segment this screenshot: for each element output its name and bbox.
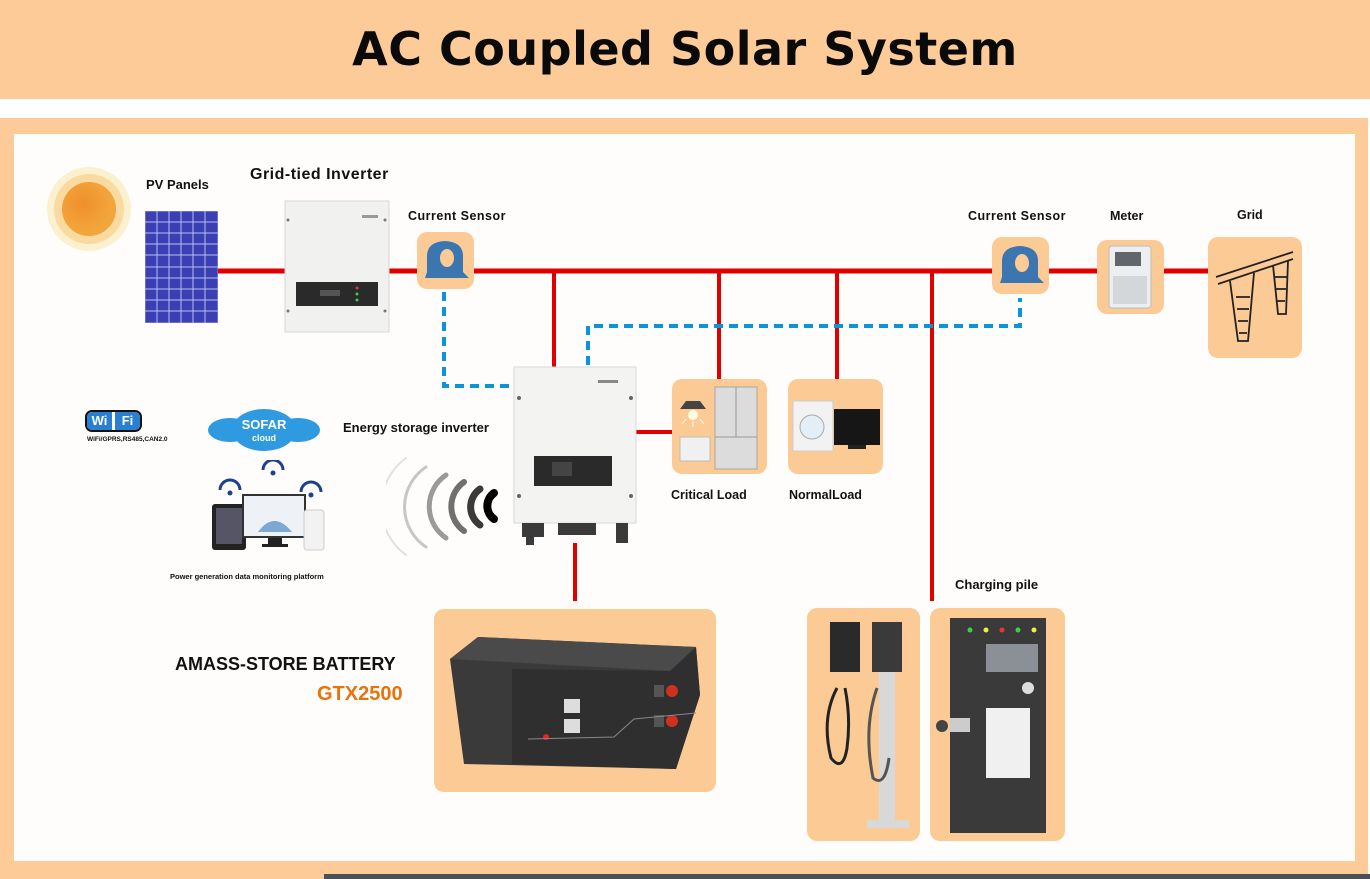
current-sensor-left-label: Current Sensor xyxy=(408,209,506,223)
protocols-label: WiFi/GPRS,RS485,CAN2.0 xyxy=(87,436,168,443)
bottom-divider xyxy=(324,874,1370,879)
battery-unit-icon xyxy=(450,637,700,769)
battery-tile xyxy=(434,609,716,792)
wall-charger-tile xyxy=(807,608,920,841)
wireless-signal-icon xyxy=(386,457,498,556)
normal-load-label: NormalLoad xyxy=(789,488,862,502)
battery-name-label: AMASS-STORE BATTERY xyxy=(175,654,396,674)
current-sensor-icon xyxy=(1000,246,1044,283)
comm-line-right-sensor xyxy=(586,298,1022,365)
grid-label: Grid xyxy=(1237,208,1263,222)
meter-label: Meter xyxy=(1110,209,1144,223)
normal-load-appliances-icon xyxy=(792,400,880,452)
monitoring-platform-label: Power generation data monitoring platfor… xyxy=(170,572,324,581)
meter-tile xyxy=(1097,240,1164,314)
charging-cabinet-icon xyxy=(936,618,1046,833)
header-banner: AC Coupled Solar System xyxy=(0,0,1370,99)
grid-tied-inverter-label: Grid-tied Inverter xyxy=(250,166,389,183)
electric-meter-icon xyxy=(1108,245,1152,309)
cloud-sub: cloud xyxy=(252,433,276,443)
charging-pile-label: Charging pile xyxy=(955,577,1039,592)
transmission-tower-icon xyxy=(1215,251,1294,342)
normal-load-tile xyxy=(788,379,883,474)
pv-panel-icon xyxy=(145,211,218,323)
grid-tile xyxy=(1208,237,1302,358)
wifi-badge-right: Fi xyxy=(112,412,140,430)
comm-line-left-sensor xyxy=(442,292,514,388)
wall-charger-icon xyxy=(825,622,909,828)
current-sensor-icon xyxy=(425,241,469,278)
current-sensor-right-tile xyxy=(992,237,1049,294)
sun-icon xyxy=(47,167,131,251)
battery-model-label: GTX2500 xyxy=(317,683,403,705)
current-sensor-left-tile xyxy=(417,232,474,289)
cloud-icon xyxy=(208,409,320,451)
critical-load-appliances-icon xyxy=(679,386,758,470)
critical-load-label: Critical Load xyxy=(671,488,747,502)
critical-load-tile xyxy=(672,379,767,474)
pv-panels-label: PV Panels xyxy=(146,177,209,192)
sofar-cloud-logo: SOFAR cloud xyxy=(206,406,322,452)
current-sensor-right-label: Current Sensor xyxy=(968,209,1066,223)
page-title: AC Coupled Solar System xyxy=(352,22,1018,76)
energy-storage-inverter-label: Energy storage inverter xyxy=(343,420,489,435)
grid-tied-inverter-icon xyxy=(284,200,390,333)
wifi-badge-left: Wi xyxy=(87,412,112,430)
energy-storage-inverter-icon xyxy=(513,366,637,545)
monitoring-devices-icon xyxy=(212,460,325,551)
wifi-badge: Wi Fi xyxy=(85,410,142,432)
charging-cabinet-tile xyxy=(930,608,1065,841)
cloud-brand: SOFAR xyxy=(241,417,287,432)
